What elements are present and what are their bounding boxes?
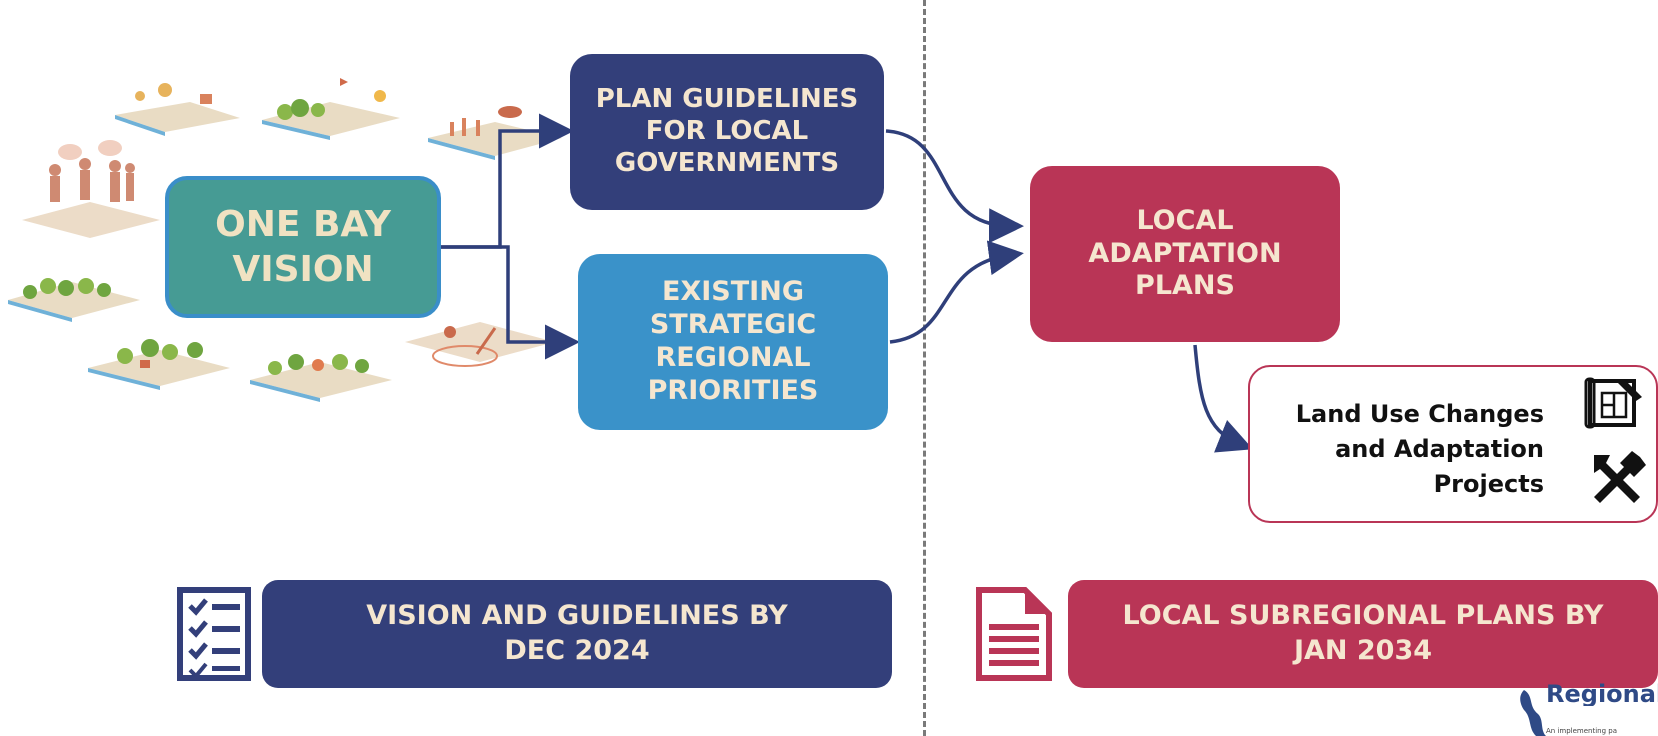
document-icon	[976, 587, 1052, 681]
logo-subtitle: An implementing pa	[1546, 727, 1617, 735]
local-plans-deadline-label: LOCAL SUBREGIONAL PLANS BY JAN 2034	[1122, 600, 1604, 666]
illustration-neighborhood	[8, 278, 140, 322]
connector-local-to-projects	[1193, 344, 1253, 453]
vision-deadline-box: VISION AND GUIDELINES BY DEC 2024	[262, 580, 892, 688]
connector-priorities-to-local	[889, 240, 1024, 344]
illustration-parkland	[262, 78, 400, 140]
illustration-residents	[22, 140, 160, 238]
illustration-community-services	[115, 83, 240, 136]
timeline-divider	[923, 0, 926, 736]
blueprint-icon	[1584, 377, 1642, 429]
tools-icon	[1594, 451, 1646, 503]
bay-map-icon	[1520, 690, 1546, 736]
logo-title: Regional Adapta	[1546, 682, 1658, 706]
local-adaptation-plans-box: LOCAL ADAPTATION PLANS	[1030, 166, 1340, 342]
land-use-projects-box: Land Use Changes and Adaptation Projects	[1248, 365, 1658, 523]
plan-guidelines-label: PLAN GUIDELINES FOR LOCAL GOVERNMENTS	[595, 84, 859, 178]
one-bay-vision-label: ONE BAY VISION	[215, 204, 391, 290]
land-use-projects-label: Land Use Changes and Adaptation Projects	[1295, 400, 1544, 498]
local-adaptation-plans-label: LOCAL ADAPTATION PLANS	[1088, 204, 1282, 302]
connector-vision-to-guidelines	[441, 113, 574, 249]
connector-vision-to-priorities	[441, 245, 580, 360]
regional-priorities-box: EXISTING STRATEGIC REGIONAL PRIORITIES	[578, 254, 888, 430]
illustration-transit	[250, 354, 392, 402]
local-plans-deadline-box: LOCAL SUBREGIONAL PLANS BY JAN 2034	[1068, 580, 1658, 688]
one-bay-vision-box: ONE BAY VISION	[165, 176, 441, 318]
plan-guidelines-box: PLAN GUIDELINES FOR LOCAL GOVERNMENTS	[570, 54, 884, 210]
connector-guidelines-to-local	[885, 129, 1024, 244]
illustration-green-corridor	[88, 339, 230, 390]
vision-deadline-label: VISION AND GUIDELINES BY DEC 2024	[366, 600, 788, 666]
regional-priorities-label: EXISTING STRATEGIC REGIONAL PRIORITIES	[647, 276, 819, 406]
checklist-icon	[177, 587, 251, 681]
illustration-restoration	[405, 322, 555, 367]
